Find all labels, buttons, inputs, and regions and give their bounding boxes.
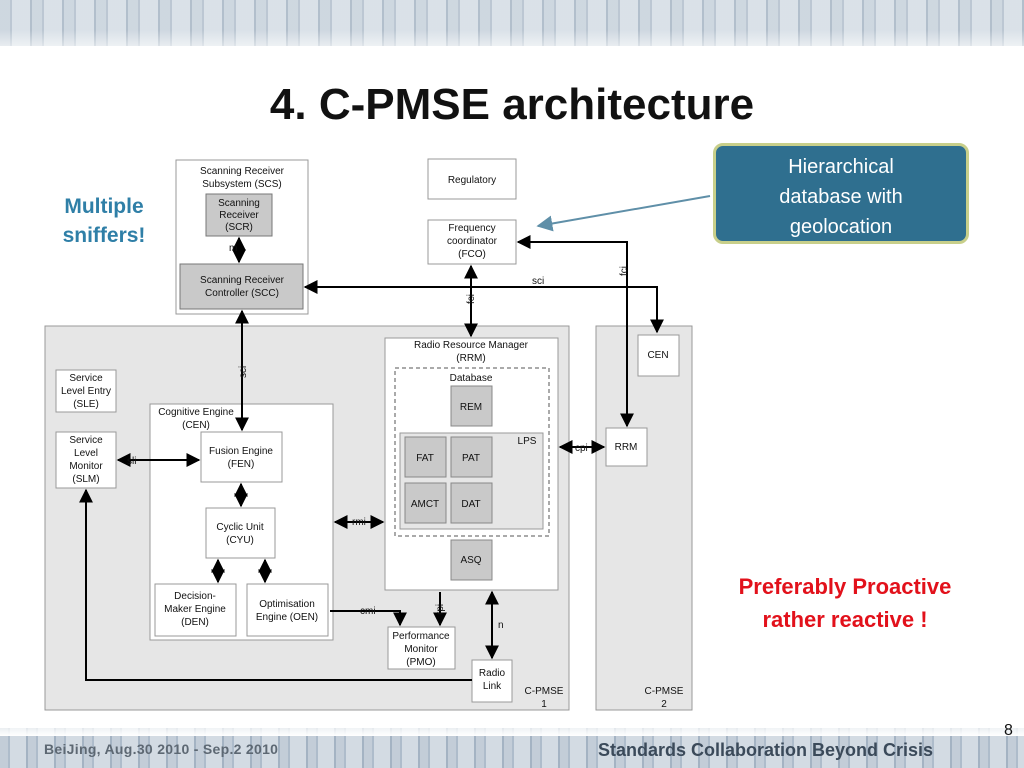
cpi-label: cpi <box>575 443 588 454</box>
scc-label-line1: Scanning Receiver <box>200 275 285 286</box>
proactive-note: Preferably Proactive rather reactive ! <box>738 574 952 632</box>
cen-right-box <box>637 334 680 377</box>
slm-label-line2: Level <box>74 448 98 459</box>
rrm-main-label-line2: (RRM) <box>456 353 485 364</box>
cen-left-label-line2: (CEN) <box>182 420 210 431</box>
rem-box <box>450 385 493 427</box>
fco-box <box>427 219 517 265</box>
rrm-right-label: RRM <box>615 442 638 453</box>
fco-label-line2: coordinator <box>447 236 498 247</box>
database-callout: Hierarchical database with geolocation <box>713 143 969 244</box>
pat-label: PAT <box>462 453 480 464</box>
rrm-main-label-line1: Radio Resource Manager <box>414 340 529 351</box>
fco-label-line3: (FCO) <box>458 249 486 260</box>
scr-label-line2: Receiver <box>219 210 259 221</box>
sle-label-line3: (SLE) <box>73 399 99 410</box>
fen-label-line1: Fusion Engine <box>209 446 273 457</box>
radio-link-box <box>471 659 513 703</box>
asq-box <box>450 539 493 581</box>
rem-label: REM <box>460 402 482 413</box>
callout-pointer <box>536 195 711 232</box>
pmo-box <box>387 626 456 670</box>
region-cpmse2-label-line1: C-PMSE <box>645 686 684 697</box>
amct-label: AMCT <box>411 499 439 510</box>
slm-box <box>55 431 117 489</box>
rmi-label: rmi <box>352 517 366 528</box>
slm-label-line3: Monitor <box>69 461 103 472</box>
page-number: 8 <box>1004 722 1013 739</box>
amct-box <box>404 482 447 524</box>
sci-horizontal-link <box>303 280 664 334</box>
pmo-label-line1: Performance <box>392 631 450 642</box>
radio-link-label-line2: Link <box>483 681 502 692</box>
rrm-right-box <box>605 427 648 467</box>
den-label-line2: Maker Engine <box>164 604 226 615</box>
slm-label-line1: Service <box>69 435 103 446</box>
sci-top-label: sci <box>532 276 544 287</box>
fco-label-line1: Frequency <box>448 223 495 234</box>
n-label: n <box>498 620 504 631</box>
fci-right-link <box>516 235 634 428</box>
den-label-line1: Decision- <box>174 591 216 602</box>
rpi-label: rpi <box>435 604 446 615</box>
slm-label-line4: (SLM) <box>72 474 99 485</box>
fci-top-label: fci <box>466 294 477 304</box>
multiple-sniffers-note: Multiple sniffers! <box>62 195 146 247</box>
cyu-box <box>205 507 276 559</box>
radio-link-to-slm <box>79 488 472 681</box>
sli-label: sli <box>127 456 136 467</box>
fen-label-line2: (FEN) <box>228 459 255 470</box>
scs-label-line1: Scanning Receiver <box>200 166 285 177</box>
header-fade <box>0 30 1024 60</box>
scr-label-line3: (SCR) <box>225 222 253 233</box>
oen-label-line2: Engine (OEN) <box>256 612 318 623</box>
sci-vertical-label: sci <box>238 366 249 378</box>
database-label: Database <box>450 373 493 384</box>
fat-label: FAT <box>416 453 434 464</box>
regulatory-box <box>427 158 517 200</box>
dat-box <box>450 482 493 524</box>
scc-box <box>179 263 304 310</box>
database-box <box>394 367 550 537</box>
lps-label: LPS <box>518 436 537 447</box>
dat-label: DAT <box>461 499 480 510</box>
sle-label-line1: Service <box>69 373 103 384</box>
cyu-label-line1: Cyclic Unit <box>216 522 263 533</box>
region-cpmse2 <box>595 325 693 711</box>
regulatory-label: Regulatory <box>448 175 496 186</box>
scr-box <box>205 193 273 237</box>
pat-box <box>450 436 493 478</box>
cen-right-label: CEN <box>647 350 668 361</box>
cyu-label-line2: (CYU) <box>226 535 254 546</box>
fci-right-label: fci <box>619 266 630 276</box>
m-label: m <box>229 243 237 254</box>
footer-fade <box>0 712 1024 736</box>
pmo-label-line3: (PMO) <box>406 657 435 668</box>
scr-label-line1: Scanning <box>218 198 260 209</box>
region-cpmse1-label-line2: 1 <box>541 699 547 710</box>
cen-left-label-line1: Cognitive Engine <box>158 407 234 418</box>
scc-label-line2: Controller (SCC) <box>205 288 279 299</box>
scs-label-line2: Subsystem (SCS) <box>202 179 281 190</box>
fat-box <box>404 436 447 478</box>
asq-label: ASQ <box>460 555 481 566</box>
oen-box <box>246 583 329 637</box>
radio-link-label-line1: Radio <box>479 668 506 679</box>
region-cpmse2-label-line2: 2 <box>661 699 667 710</box>
oen-label-line1: Optimisation <box>259 599 315 610</box>
fen-box <box>200 431 283 483</box>
footer-slogan: Standards Collaboration Beyond Crisis <box>598 740 934 760</box>
slide-title: 4. C-PMSE architecture <box>269 80 755 129</box>
den-box <box>154 583 237 637</box>
footer-location-date: BeiJing, Aug.30 2010 - Sep.2 2010 <box>44 741 279 757</box>
sle-box <box>55 369 117 413</box>
cmi-label: cmi <box>360 606 376 617</box>
pmo-label-line2: Monitor <box>404 644 438 655</box>
den-label-line3: (DEN) <box>181 617 209 628</box>
sle-label-line2: Level Entry <box>61 386 111 397</box>
region-cpmse1-label-line1: C-PMSE <box>525 686 564 697</box>
cmi-link <box>330 610 407 627</box>
